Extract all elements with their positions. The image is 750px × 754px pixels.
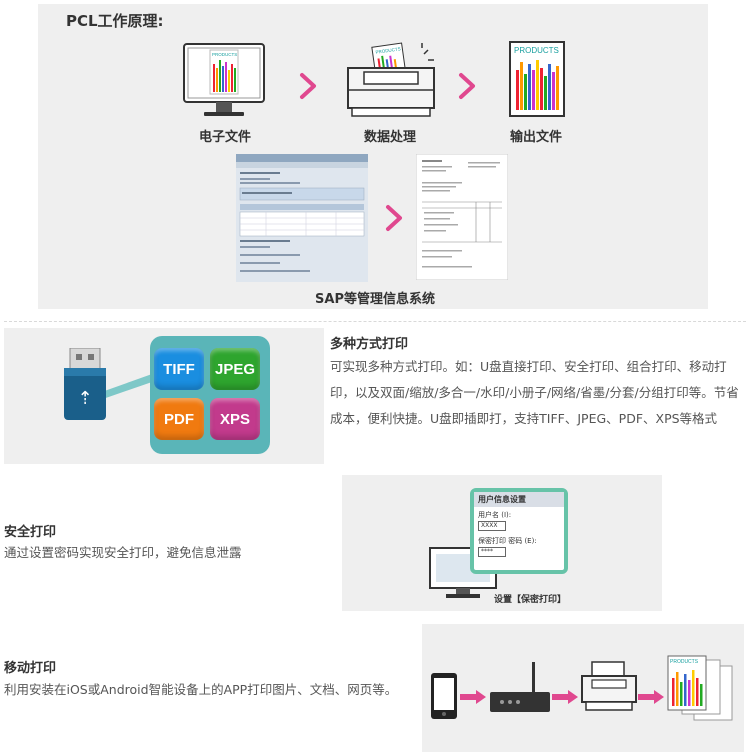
user-info-dialog: 用户信息设置 用户名 (I): XXXX 保密打印 密码 (E): ****: [470, 488, 568, 574]
arrow-right-icon: [460, 690, 486, 704]
feature-desc-mobile-print: 利用安装在iOS或Android智能设备上的APP打印图片、文档、网页等。: [4, 682, 398, 697]
sap-screenshot-thumbnail: [236, 154, 368, 282]
usb-drive-icon: ⇡: [64, 348, 152, 420]
pdf-format-tile: PDF: [154, 398, 204, 440]
arrow-right-icon: [300, 73, 316, 99]
arrow-right-icon: [459, 73, 475, 99]
feature-desc-multi-print: 可实现多种方式打印。如：U盘直接打印、安全打印、组合打印、移动打印，以及双面/缩…: [330, 359, 739, 426]
printer-icon: PRODUCTS: [347, 42, 435, 117]
feature-title-mobile-print: 移动打印: [4, 661, 57, 676]
invoice-document-thumbnail: [416, 154, 508, 280]
arrow-right-icon: [386, 205, 402, 231]
step-label-output-file: 输出文件: [509, 130, 562, 145]
products-label: PRODUCTS: [514, 46, 559, 55]
svg-text:⇡: ⇡: [77, 388, 92, 409]
secure-pwd-label: 保密打印 密码 (E):: [478, 537, 537, 545]
arrow-right-icon: [638, 690, 664, 704]
feature-title-secure-print: 安全打印: [4, 525, 57, 540]
jpeg-format-tile: JPEG: [210, 348, 260, 390]
document-icon: PRODUCTS: [509, 41, 565, 117]
sap-caption: SAP等管理信息系统: [315, 292, 435, 307]
feature-desc-secure-print: 通过设置密码实现安全打印，避免信息泄露: [4, 545, 242, 560]
secure-pwd-field[interactable]: ****: [478, 547, 506, 557]
user-name-field[interactable]: XXXX: [478, 521, 506, 531]
printer-icon: [581, 661, 637, 711]
xps-format-tile: XPS: [210, 398, 260, 440]
secure-print-caption: 设置【保密打印】: [494, 595, 567, 605]
router-icon: [490, 662, 550, 712]
output-documents-icon: PRODUCTS: [667, 655, 733, 721]
monitor-icon: PRODUCTS: [183, 43, 265, 116]
step-label-electronic-file: 电子文件: [198, 130, 251, 145]
step-label-data-processing: 数据处理: [363, 130, 416, 145]
svg-text:PRODUCTS: PRODUCTS: [212, 52, 237, 57]
dialog-title: 用户信息设置: [474, 492, 564, 507]
section-divider: [4, 321, 746, 322]
svg-text:PRODUCTS: PRODUCTS: [375, 46, 401, 54]
svg-text:PRODUCTS: PRODUCTS: [670, 659, 699, 665]
smartphone-icon: [431, 673, 457, 719]
pcl-title: PCL工作原理:: [66, 12, 164, 30]
arrow-right-icon: [552, 690, 578, 704]
small-monitor-icon: [429, 547, 497, 598]
user-name-label: 用户名 (I):: [478, 511, 512, 519]
feature-title-multi-print: 多种方式打印: [330, 337, 409, 352]
tiff-format-tile: TIFF: [154, 348, 204, 390]
